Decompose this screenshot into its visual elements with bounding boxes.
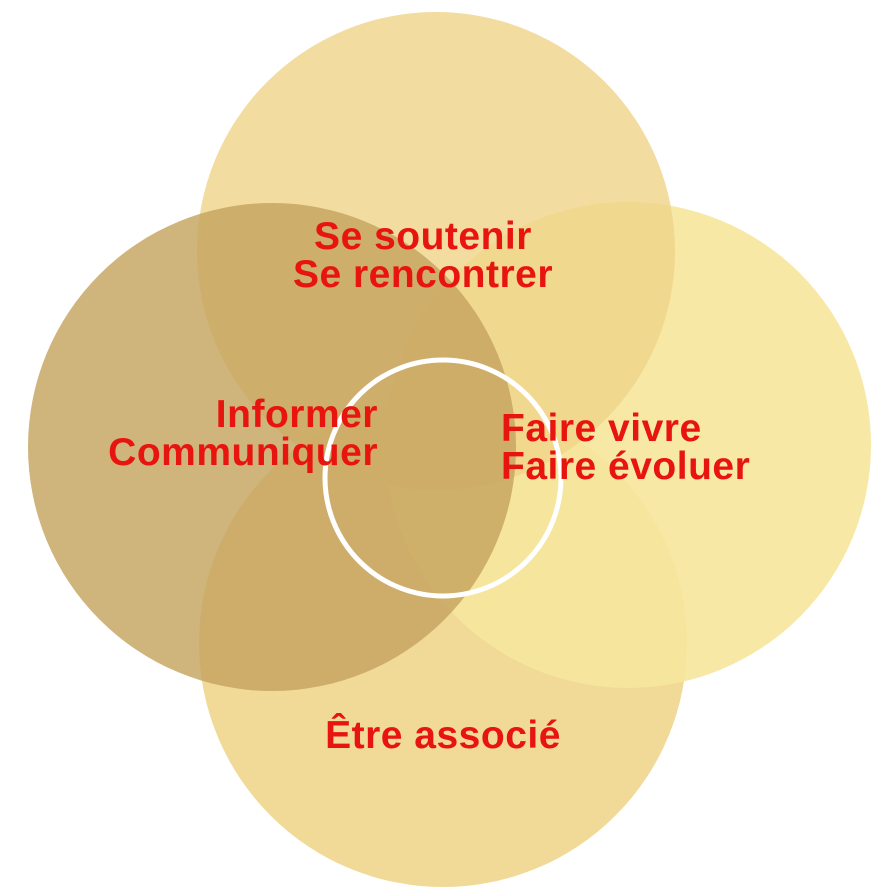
top-label: Se soutenir Se rencontrer: [292, 215, 554, 296]
top-label-line2: Se rencontrer: [292, 253, 554, 296]
bottom-label: Être associé: [325, 714, 561, 757]
top-label-line1: Se soutenir: [314, 215, 532, 258]
right-label-line1: Faire vivre: [501, 407, 702, 450]
circle-left: [28, 203, 516, 691]
left-label: Informer Communiquer: [108, 393, 378, 474]
right-label: Faire vivre Faire évoluer: [501, 407, 751, 488]
left-label-line2: Communiquer: [108, 431, 378, 474]
bottom-label-line1: Être associé: [325, 714, 561, 757]
left-label-line1: Informer: [215, 393, 378, 436]
center-ring: [322, 357, 564, 599]
right-label-line2: Faire évoluer: [501, 445, 751, 488]
